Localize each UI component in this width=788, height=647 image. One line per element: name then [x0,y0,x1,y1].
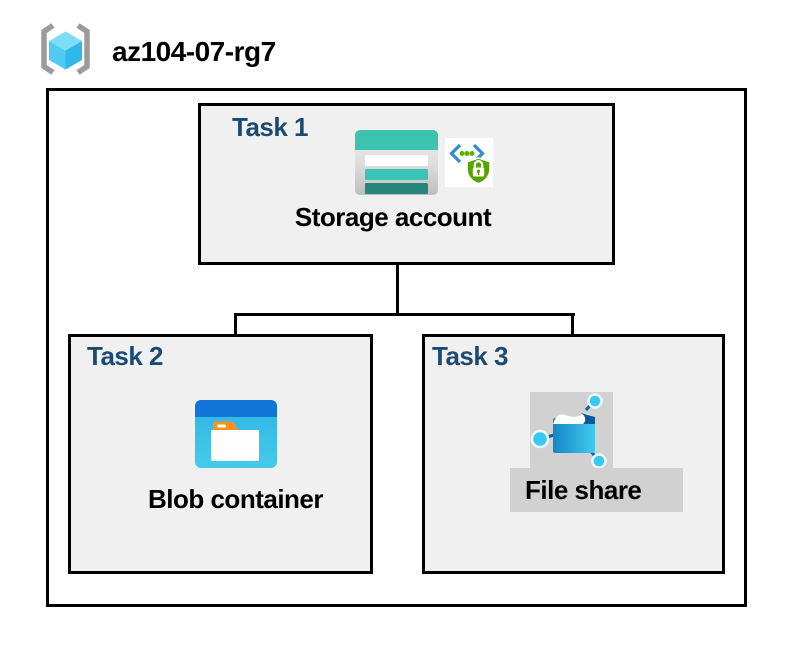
resource-group-name: az104-07-rg7 [112,36,276,67]
file-share-label: File share [525,475,642,505]
task1-box: Task 1 [198,103,615,265]
resource-group-icon [41,23,90,75]
blob-container-label: Blob container [147,484,324,514]
file-share-label-highlight: File share [510,468,683,512]
task2-box: Task 2 Blob container [68,334,373,574]
task2-label: Task 2 [87,341,164,371]
task3-box: Task 3 File shar [422,334,725,574]
file-share-icon-highlight [530,392,613,470]
connector-branch-horizontal [234,313,575,316]
blob-container-icon [195,400,277,468]
task1-label: Task 1 [232,112,309,142]
connector-storage-to-branch [396,230,399,313]
storage-account-icon [355,130,438,195]
task3-label: Task 3 [432,341,509,371]
sas-secure-access-icon [445,138,493,187]
file-share-icon [530,393,607,469]
storage-account-label: Storage account [294,202,492,232]
